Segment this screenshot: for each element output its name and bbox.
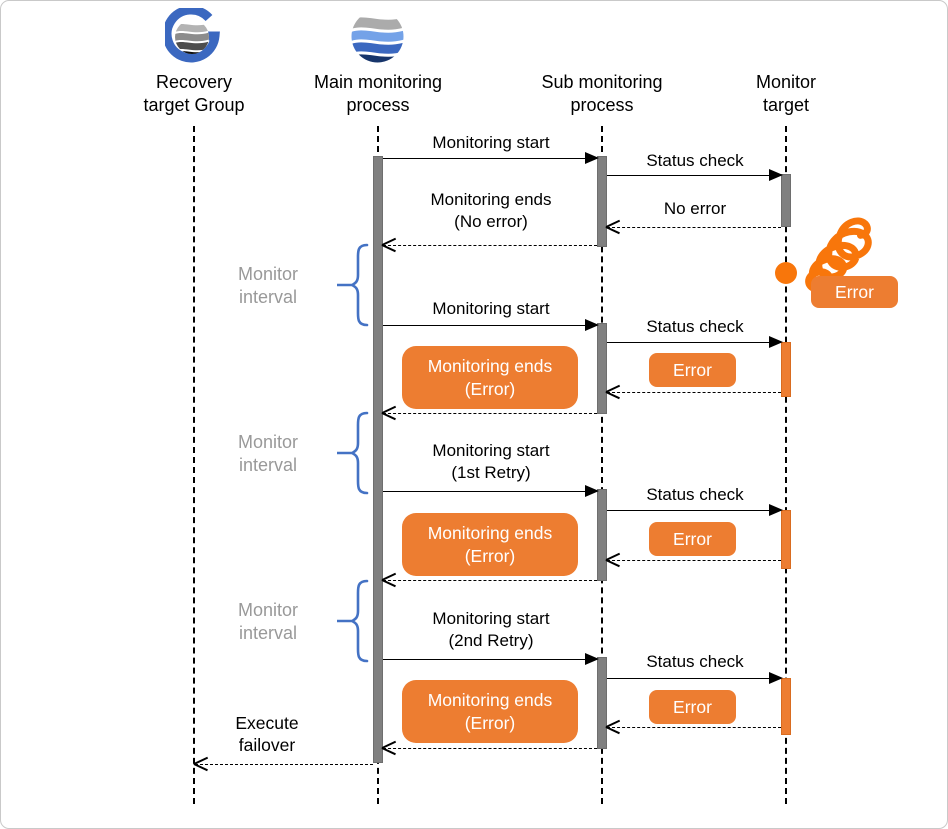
arrowhead-icon [585, 318, 599, 331]
message-arrow [607, 560, 781, 561]
lifeline-sub [601, 126, 603, 804]
message-arrow [383, 151, 599, 164]
monitoring-ends-error-box: Monitoring ends(Error) [402, 513, 578, 576]
message-arrow [195, 764, 373, 765]
arrowhead-icon [769, 503, 783, 516]
message-arrow [607, 227, 781, 228]
brace-icon [337, 579, 369, 663]
arrowhead-icon [769, 168, 783, 181]
activation-target-2 [781, 342, 791, 397]
arrowhead-icon [585, 652, 599, 665]
message-label: Status check [646, 151, 744, 170]
arrowhead-icon [769, 335, 783, 348]
activation-sub-3 [597, 489, 607, 581]
error-badge: Error [649, 353, 736, 387]
error-dot-icon [775, 262, 797, 284]
message-label: Status check [646, 485, 744, 504]
message-arrow [383, 748, 597, 749]
message-label: Monitoring start(1st Retry) [432, 441, 550, 482]
message-arrow [383, 484, 599, 497]
activation-main [373, 156, 383, 763]
message-arrow [607, 168, 783, 181]
brace-icon [337, 411, 369, 495]
message-arrow [383, 245, 597, 246]
message-label: Monitoring start [432, 299, 550, 318]
message-label: Monitoring ends(No error) [430, 190, 552, 231]
arrowhead-icon [585, 151, 599, 164]
message-arrow [607, 671, 783, 684]
message-label: No error [663, 199, 727, 218]
monitoring-ends-error-box: Monitoring ends(Error) [402, 346, 578, 409]
activation-target-1 [781, 174, 791, 227]
arrowhead-icon [585, 484, 599, 497]
activation-target-4 [781, 678, 791, 735]
error-badge: Error [649, 522, 736, 556]
message-arrow [607, 335, 783, 348]
error-callout: Error [811, 276, 898, 308]
message-arrow [383, 413, 597, 414]
activation-target-3 [781, 510, 791, 569]
waves-logo-icon [351, 10, 404, 63]
activation-sub-2 [597, 323, 607, 414]
lifeline-target [785, 126, 787, 804]
message-label: Status check [646, 317, 744, 336]
monitoring-ends-error-box: Monitoring ends(Error) [402, 680, 578, 743]
group-logo-icon [165, 8, 220, 63]
message-arrow [607, 392, 781, 393]
activation-sub-4 [597, 657, 607, 749]
message-arrow [383, 652, 599, 665]
brace-icon [337, 243, 369, 327]
activation-sub-1 [597, 156, 607, 247]
arrowhead-icon [769, 671, 783, 684]
message-arrow [607, 727, 781, 728]
message-arrow [383, 580, 597, 581]
message-arrow [383, 318, 599, 331]
message-arrow [607, 503, 783, 516]
message-label: Monitoring start(2nd Retry) [432, 609, 550, 650]
message-label: Status check [646, 652, 744, 671]
lifeline-recovery [193, 126, 195, 804]
error-badge: Error [649, 690, 736, 724]
message-label: Monitoring start [432, 133, 550, 152]
